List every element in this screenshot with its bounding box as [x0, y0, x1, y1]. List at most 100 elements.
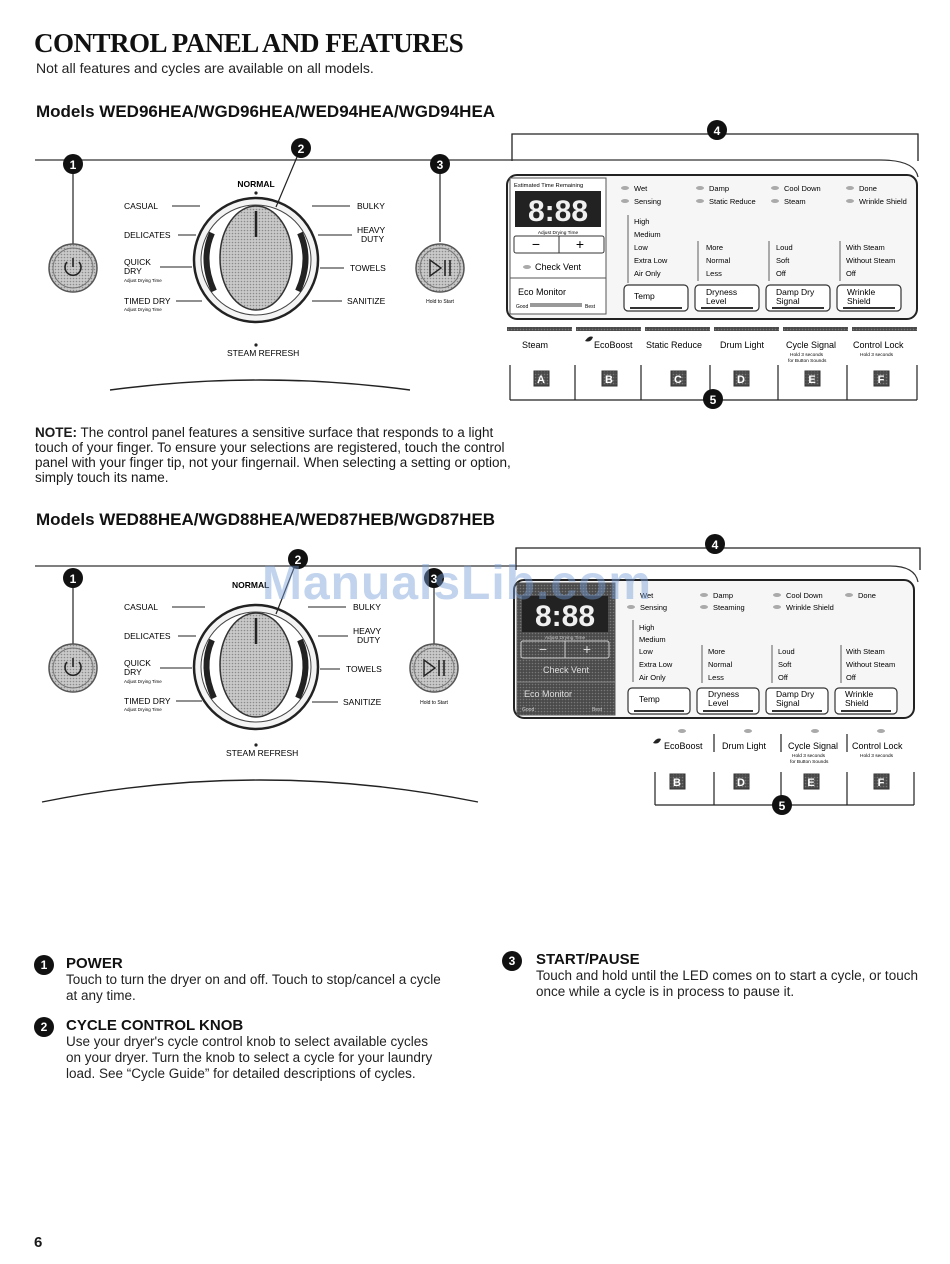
- start-caption: Hold to Start: [426, 299, 454, 305]
- leaf-icon: [585, 336, 593, 342]
- temp-extra-low: Extra Low: [634, 256, 668, 265]
- callout-3b: [424, 568, 444, 588]
- opt2-ecoboost[interactable]: EcoBoost: [664, 741, 703, 751]
- damp-dry-button[interactable]: [765, 284, 831, 312]
- callout-3-label: 3: [437, 158, 444, 172]
- power-button-2[interactable]: [48, 643, 98, 693]
- callout-2b: [288, 549, 308, 569]
- damp-dry-button-2[interactable]: [765, 687, 829, 715]
- opt2-drum-light[interactable]: Drum Light: [722, 741, 767, 751]
- knob-bulky-2: BULKY: [353, 602, 381, 612]
- knob-timed-adjust-2: Adjust Drying Time: [124, 707, 162, 712]
- callout-3: [430, 154, 450, 174]
- letter2-b: B: [673, 777, 681, 789]
- eco-good-2: Good: [522, 707, 534, 713]
- control-panel-diagram-1: 1 NORMAL CASUAL DELICATES QUICK DRY Adju…: [35, 120, 919, 409]
- signal2-off: Off: [778, 673, 789, 682]
- hold2-note-2: for Button Sounds: [790, 759, 829, 765]
- temp2-high: High: [639, 623, 654, 632]
- knob-timed-dry: TIMED DRY: [124, 296, 171, 306]
- cycle-knob-2[interactable]: [192, 603, 320, 731]
- knob-sanitize: SANITIZE: [347, 296, 386, 306]
- adjust-label-2: Adjust Drying Time: [545, 635, 586, 641]
- wrinkle-label-2: Wrinkle: [845, 689, 873, 699]
- temp-button-2[interactable]: [627, 687, 691, 715]
- dryness-button-label2: Level: [706, 296, 726, 306]
- letter2-d: D: [737, 777, 745, 789]
- feature-2-body: Use your dryer's cycle control knob to s…: [66, 1034, 433, 1081]
- eco-best-2: Best: [592, 707, 603, 713]
- letter-b: B: [605, 374, 613, 386]
- damp-dry-label2: Signal: [776, 296, 800, 306]
- hold-note-2: for Button Sounds: [788, 358, 827, 364]
- dryness-button-label: Dryness: [706, 287, 737, 297]
- temp-button[interactable]: [623, 284, 689, 312]
- check-vent-label: Check Vent: [535, 262, 582, 272]
- status-wet: Wet: [634, 184, 648, 193]
- wrinkle-shield-button[interactable]: [836, 284, 902, 312]
- start-pause-button[interactable]: [415, 243, 465, 293]
- opt-control-lock[interactable]: Control Lock: [853, 340, 904, 350]
- dryness-label-2: Dryness: [708, 689, 739, 699]
- knob-timed-2: TIMED DRY: [124, 696, 171, 706]
- temp2-air-only: Air Only: [639, 673, 666, 682]
- time-digits-2: 8:88: [535, 600, 595, 633]
- time-plus-button[interactable]: +: [576, 236, 584, 252]
- opt-drum-light[interactable]: Drum Light: [720, 340, 765, 350]
- knob-delicates: DELICATES: [124, 230, 171, 240]
- start-pause-button-2[interactable]: [409, 643, 459, 693]
- status-cool-down: Cool Down: [784, 184, 821, 193]
- callout-5: [703, 389, 723, 409]
- signal2-loud: Loud: [778, 647, 795, 656]
- status2-wet: Wet: [640, 591, 654, 600]
- knob-timed-adjust: Adjust Drying Time: [124, 307, 162, 312]
- letter-c: C: [674, 374, 682, 386]
- opt2-cycle-signal[interactable]: Cycle Signal: [788, 741, 838, 751]
- opt-steam[interactable]: Steam: [522, 340, 548, 350]
- letter-e: E: [808, 374, 815, 386]
- knob-dry: DRY: [124, 266, 142, 276]
- est-time-label: Estimated Time Remaining: [514, 183, 583, 189]
- opt2-control-lock[interactable]: Control Lock: [852, 741, 903, 751]
- knob-casual: CASUAL: [124, 201, 158, 211]
- knob-towels: TOWELS: [350, 263, 386, 273]
- temp2-low: Low: [639, 647, 653, 656]
- callout-5-label: 5: [710, 393, 717, 407]
- dryness2-less: Less: [708, 673, 724, 682]
- letter-f: F: [878, 374, 885, 386]
- opt-cycle-signal[interactable]: Cycle Signal: [786, 340, 836, 350]
- signal-loud: Loud: [776, 243, 793, 252]
- knob-quick-adjust: Adjust Drying Time: [124, 278, 162, 283]
- check-vent-2: Check Vent: [543, 665, 590, 675]
- time-minus-button[interactable]: −: [532, 236, 540, 252]
- callout-3b-label: 3: [431, 572, 438, 586]
- knob-casual-2: CASUAL: [124, 602, 158, 612]
- time-minus-2[interactable]: −: [539, 641, 547, 657]
- time-plus-2[interactable]: +: [583, 641, 591, 657]
- knob-delicates-2: DELICATES: [124, 631, 171, 641]
- cycle-knob[interactable]: [192, 196, 320, 324]
- status2-wrinkle-shield: Wrinkle Shield: [786, 603, 834, 612]
- opt-ecoboost[interactable]: EcoBoost: [594, 340, 633, 350]
- wrinkle2-with-steam: With Steam: [846, 647, 885, 656]
- feature-1-body: Touch to turn the dryer on and off. Touc…: [66, 972, 441, 1003]
- temp-air-only: Air Only: [634, 269, 661, 278]
- knob-duty-2: DUTY: [357, 635, 380, 645]
- knob-bulky: BULKY: [357, 201, 385, 211]
- callout-1b-label: 1: [70, 572, 77, 586]
- status2-damp: Damp: [713, 591, 733, 600]
- section2-models-heading: Models WED88HEA/WGD88HEA/WED87HEB/WGD87H…: [36, 510, 496, 529]
- letter-a: A: [537, 374, 545, 386]
- hold-note-3: Hold 3 seconds: [860, 352, 894, 358]
- temp2-extra-low: Extra Low: [639, 660, 673, 669]
- eco-monitor-label: Eco Monitor: [518, 287, 566, 297]
- wrinkle-off: Off: [846, 269, 857, 278]
- dryness-button[interactable]: [694, 284, 760, 312]
- callout-2b-label: 2: [295, 553, 302, 567]
- wrinkle-button-2[interactable]: [834, 687, 898, 715]
- letter-d: D: [737, 374, 745, 386]
- play-pause-icon: [423, 658, 445, 678]
- power-button[interactable]: [48, 243, 98, 293]
- dryness-button-2[interactable]: [696, 687, 760, 715]
- opt-static-reduce[interactable]: Static Reduce: [646, 340, 702, 350]
